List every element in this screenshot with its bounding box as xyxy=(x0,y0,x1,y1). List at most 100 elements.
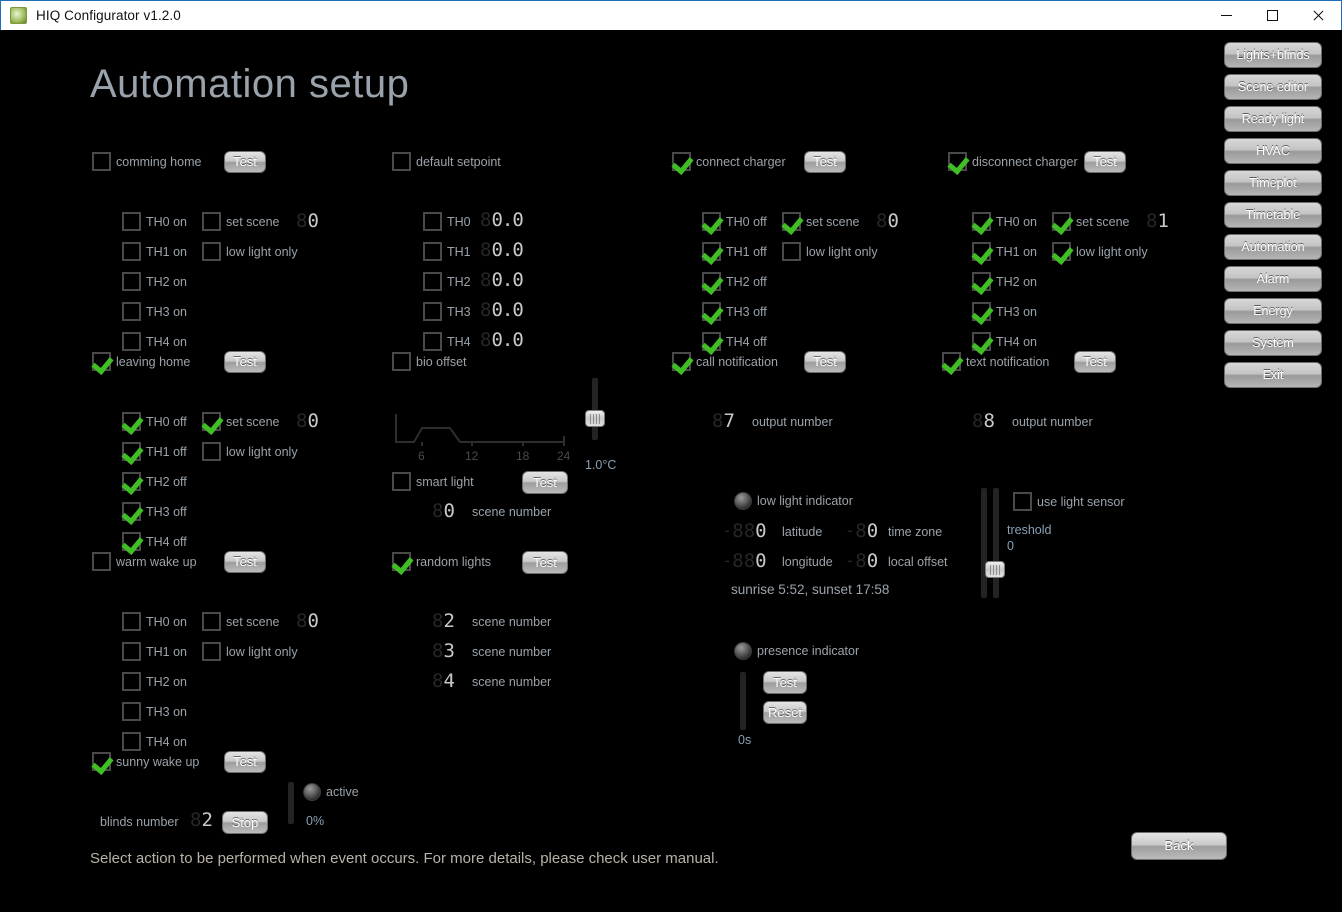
disconnect-charger-set-scene-checkbox[interactable] xyxy=(1052,212,1071,231)
warm-wake-up-th1[interactable]: TH1 on xyxy=(122,642,187,661)
comming-home-th1-checkbox[interactable] xyxy=(122,242,141,261)
leaving-home-th1[interactable]: TH1 off xyxy=(122,442,187,461)
random-lights-toggle[interactable]: random lights xyxy=(392,552,491,571)
bio-offset-checkbox[interactable] xyxy=(392,352,411,371)
presence-reset-button[interactable]: Reset xyxy=(763,701,807,724)
disconnect-charger-th4-checkbox[interactable] xyxy=(972,332,991,351)
use-light-sensor-checkbox[interactable] xyxy=(1013,492,1032,511)
connect-charger-th1[interactable]: TH1 off xyxy=(702,242,767,261)
default-setpoint-th0[interactable]: TH0 xyxy=(423,212,471,231)
disconnect-charger-th4[interactable]: TH4 on xyxy=(972,332,1037,351)
smart-light-test-button[interactable]: Test xyxy=(522,471,568,494)
warm-wake-up-th1-checkbox[interactable] xyxy=(122,642,141,661)
back-button[interactable]: Back xyxy=(1131,832,1227,860)
comming-home-th0-checkbox[interactable] xyxy=(122,212,141,231)
group-comming-home-toggle[interactable]: comming home xyxy=(92,152,201,171)
call-notification-toggle[interactable]: call notification xyxy=(672,352,778,371)
leaving-home-th1-checkbox[interactable] xyxy=(122,442,141,461)
close-icon[interactable] xyxy=(1295,1,1341,31)
connect-charger-th4-checkbox[interactable] xyxy=(702,332,721,351)
random-lights-test-button[interactable]: Test xyxy=(522,551,568,574)
threshold-slider-knob[interactable] xyxy=(985,561,1005,578)
leaving-home-th0-checkbox[interactable] xyxy=(122,412,141,431)
disconnect-charger-th0[interactable]: TH0 on xyxy=(972,212,1037,231)
disconnect-charger-test-button[interactable]: Test xyxy=(1084,151,1126,173)
comming-home-th4[interactable]: TH4 on xyxy=(122,332,187,351)
comming-home-th1[interactable]: TH1 on xyxy=(122,242,187,261)
warm-wake-up-low-light[interactable]: low light only xyxy=(202,642,298,661)
comming-home-checkbox[interactable] xyxy=(92,152,111,171)
call-notification-test-button[interactable]: Test xyxy=(804,351,846,373)
connect-charger-th3-checkbox[interactable] xyxy=(702,302,721,321)
connect-charger-th1-checkbox[interactable] xyxy=(702,242,721,261)
sidebar-item-scene-editor[interactable]: Scene editor xyxy=(1224,74,1322,100)
sidebar-item-hvac[interactable]: HVAC xyxy=(1224,138,1322,164)
leaving-home-th3-checkbox[interactable] xyxy=(122,502,141,521)
sidebar-item-alarm[interactable]: Alarm xyxy=(1224,266,1322,292)
default-setpoint-th1[interactable]: TH1 xyxy=(423,242,471,261)
sidebar-item-timeplot[interactable]: Timeplot xyxy=(1224,170,1322,196)
leaving-home-checkbox[interactable] xyxy=(92,352,111,371)
text-notification-checkbox[interactable] xyxy=(942,352,961,371)
leaving-home-th4[interactable]: TH4 off xyxy=(122,532,187,551)
warm-wake-up-th2-checkbox[interactable] xyxy=(122,672,141,691)
connect-charger-set-scene[interactable]: set scene xyxy=(782,212,860,231)
leaving-home-low-light-checkbox[interactable] xyxy=(202,442,221,461)
smart-light-toggle[interactable]: smart light xyxy=(392,472,474,491)
sidebar-item-energy[interactable]: Energy xyxy=(1224,298,1322,324)
warm-wake-up-checkbox[interactable] xyxy=(92,552,111,571)
comming-home-set-scene-checkbox[interactable] xyxy=(202,212,221,231)
connect-charger-th0[interactable]: TH0 off xyxy=(702,212,767,231)
comming-home-th4-checkbox[interactable] xyxy=(122,332,141,351)
default-setpoint-th2-checkbox[interactable] xyxy=(423,272,442,291)
comming-home-set-scene[interactable]: set scene xyxy=(202,212,280,231)
warm-wake-up-th4[interactable]: TH4 on xyxy=(122,732,187,751)
connect-charger-th3[interactable]: TH3 off xyxy=(702,302,767,321)
comming-home-low-light[interactable]: low light only xyxy=(202,242,298,261)
connect-charger-set-scene-checkbox[interactable] xyxy=(782,212,801,231)
minimize-icon[interactable] xyxy=(1203,1,1249,31)
presence-test-button[interactable]: Test xyxy=(763,671,807,694)
warm-wake-up-set-scene-checkbox[interactable] xyxy=(202,612,221,631)
warm-wake-up-th0[interactable]: TH0 on xyxy=(122,612,187,631)
text-notification-toggle[interactable]: text notification xyxy=(942,352,1049,371)
text-notification-test-button[interactable]: Test xyxy=(1074,351,1116,373)
sidebar-item-system[interactable]: System xyxy=(1224,330,1322,356)
default-setpoint-th4[interactable]: TH4 xyxy=(423,332,471,351)
default-setpoint-th2[interactable]: TH2 xyxy=(423,272,471,291)
sidebar-item-timetable[interactable]: Timetable xyxy=(1224,202,1322,228)
connect-charger-th4[interactable]: TH4 off xyxy=(702,332,767,351)
disconnect-charger-checkbox[interactable] xyxy=(948,152,967,171)
leaving-home-th0[interactable]: TH0 off xyxy=(122,412,187,431)
sidebar-item-exit[interactable]: Exit xyxy=(1224,362,1322,388)
disconnect-charger-low-light[interactable]: low light only xyxy=(1052,242,1148,261)
warm-wake-up-set-scene[interactable]: set scene xyxy=(202,612,280,631)
bio-offset-slider-knob[interactable] xyxy=(585,410,605,427)
disconnect-charger-th0-checkbox[interactable] xyxy=(972,212,991,231)
bio-offset-toggle[interactable]: bio offset xyxy=(392,352,467,371)
leaving-home-th4-checkbox[interactable] xyxy=(122,532,141,551)
disconnect-charger-set-scene[interactable]: set scene xyxy=(1052,212,1130,231)
sidebar-item-automation[interactable]: Automation xyxy=(1224,234,1322,260)
threshold-slider-track-left[interactable] xyxy=(981,488,987,598)
connect-charger-test-button[interactable]: Test xyxy=(804,151,846,173)
comming-home-low-light-checkbox[interactable] xyxy=(202,242,221,261)
warm-wake-up-th2[interactable]: TH2 on xyxy=(122,672,187,691)
warm-wake-up-th0-checkbox[interactable] xyxy=(122,612,141,631)
default-setpoint-th4-checkbox[interactable] xyxy=(423,332,442,351)
connect-charger-low-light-checkbox[interactable] xyxy=(782,242,801,261)
sunny-wake-up-level-bar[interactable] xyxy=(288,782,294,824)
warm-wake-up-th4-checkbox[interactable] xyxy=(122,732,141,751)
